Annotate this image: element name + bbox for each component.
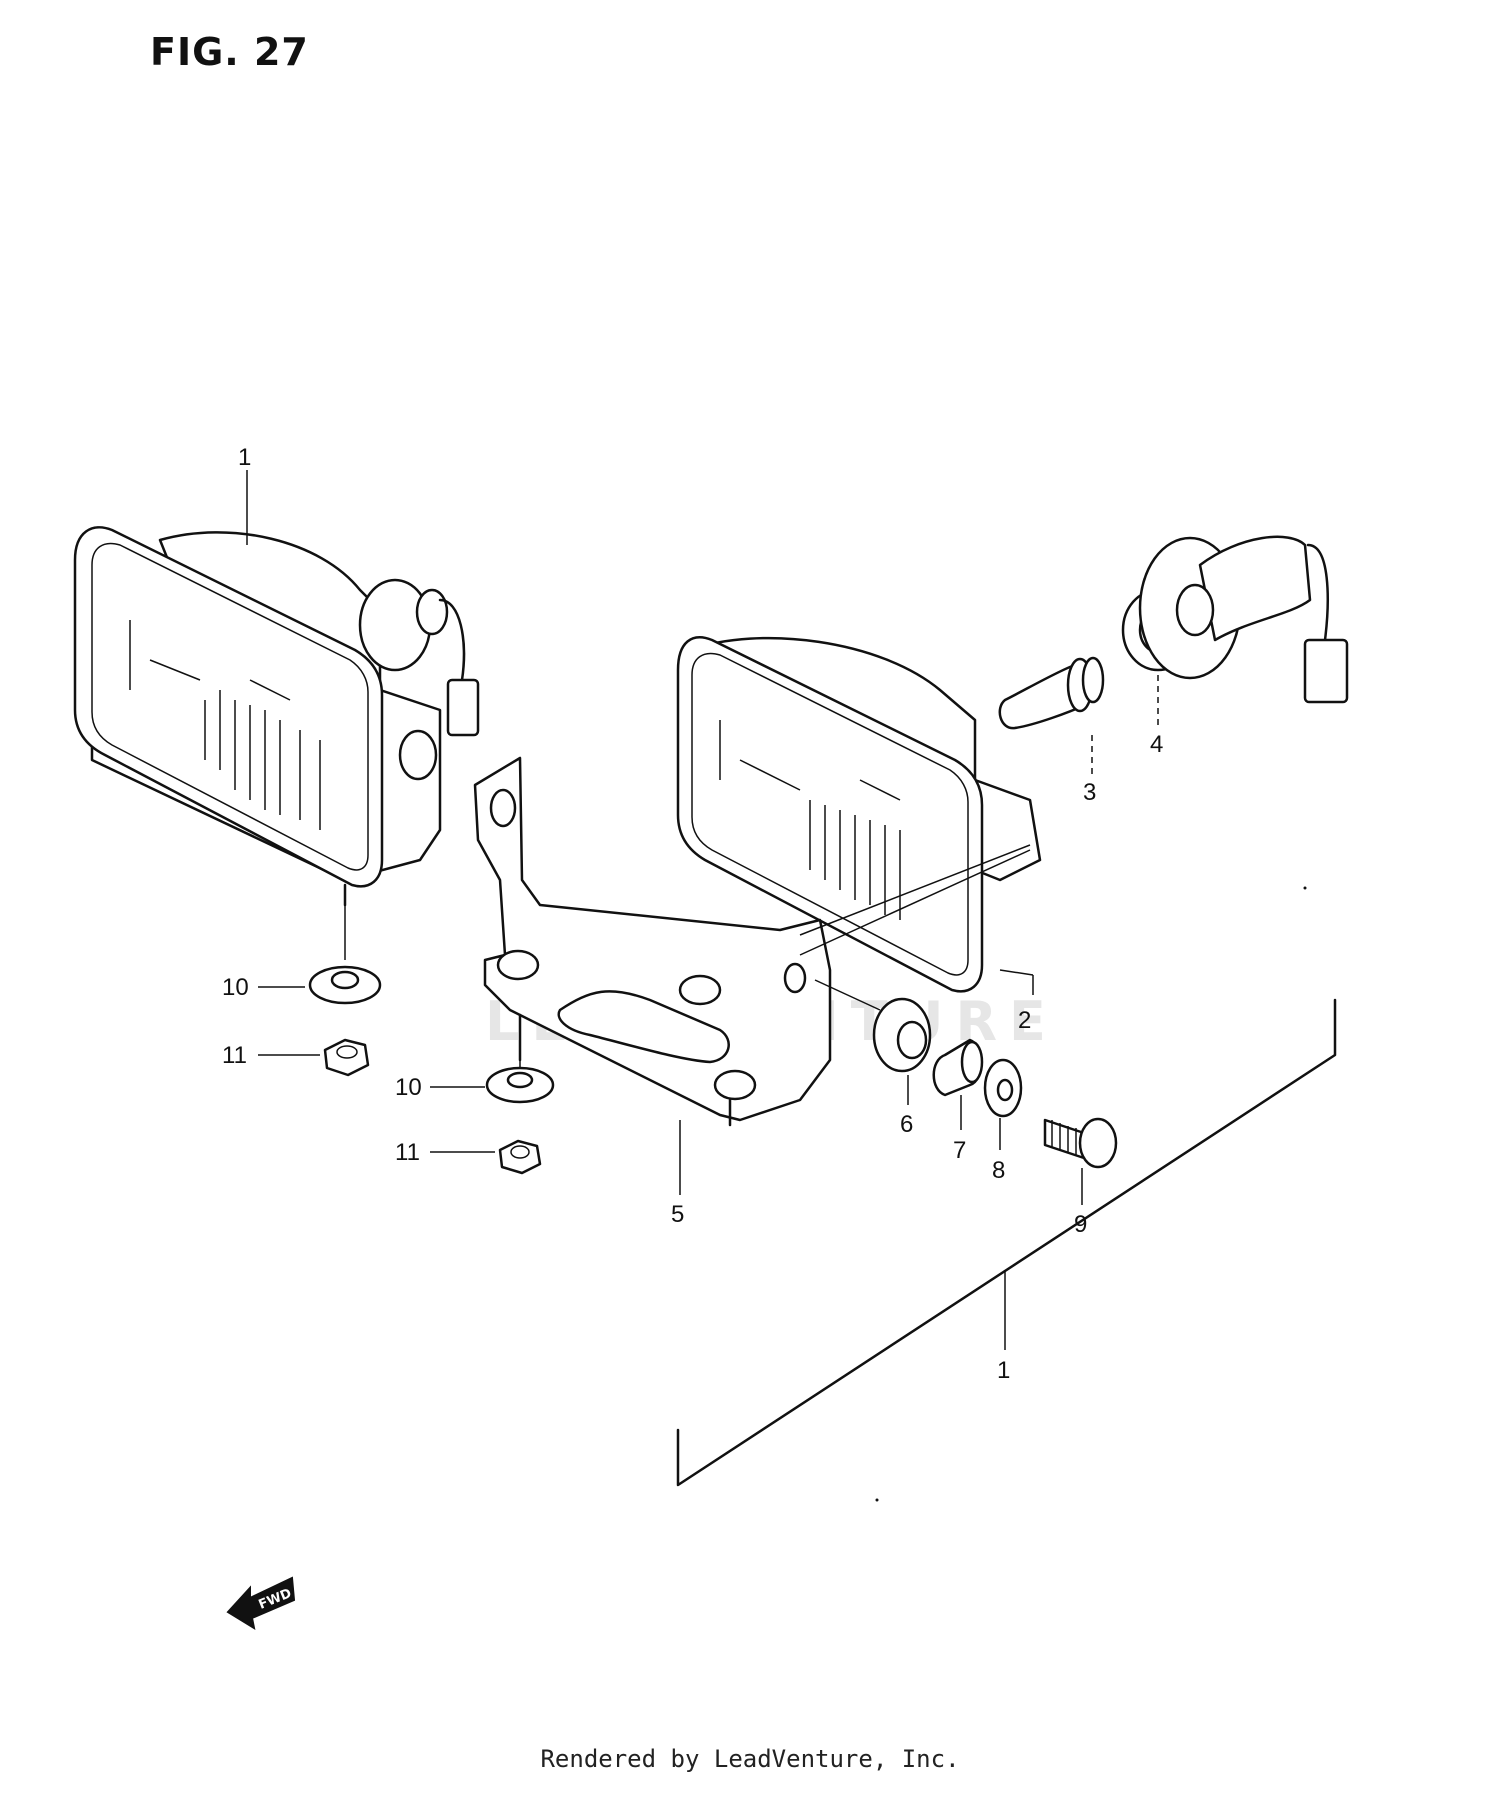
bracket-slot	[557, 990, 730, 1064]
callout-11-left: 11	[222, 1042, 247, 1069]
bolt-head	[1078, 1117, 1118, 1169]
right-lamp-lens-pattern	[719, 720, 901, 920]
grommet-hole	[896, 1020, 928, 1060]
rear-socket-assembly	[1138, 535, 1349, 704]
callout-4: 4	[1150, 731, 1163, 758]
rear-socket-wire	[1306, 543, 1329, 642]
left-lamp-lens	[91, 542, 369, 871]
washer-hole	[996, 1078, 1014, 1102]
rear-socket-center	[1175, 583, 1215, 637]
bracket-top-hole	[489, 788, 517, 828]
speck	[875, 1498, 879, 1502]
callout-1-bracket: 1	[997, 1357, 1010, 1384]
nut-11-right-body	[498, 1139, 542, 1175]
grommet	[872, 997, 932, 1073]
callout-1-left: 1	[238, 444, 251, 471]
bolt-threads	[1051, 1120, 1077, 1156]
callout-9: 9	[1074, 1211, 1087, 1238]
callout-2: 2	[1018, 1007, 1031, 1034]
footer-credit: Rendered by LeadVenture, Inc.	[540, 1745, 960, 1773]
figure-title: FIG. 27	[150, 30, 309, 74]
speck	[1303, 886, 1307, 890]
left-lamp-connector	[446, 678, 480, 737]
callout-10-right: 10	[395, 1074, 422, 1101]
nut-11-left	[323, 1038, 370, 1077]
bracket-side-hole	[783, 962, 807, 994]
collar-end	[960, 1040, 984, 1084]
left-lamp-adjuster	[398, 729, 438, 781]
callout-leaders	[246, 470, 1083, 1205]
callout-8: 8	[992, 1157, 1005, 1184]
right-lamp-lens-frame	[676, 636, 984, 993]
fwd-direction-marker: FWD	[226, 1576, 296, 1631]
bulb	[998, 656, 1105, 775]
callout-labels: 1 2 3 4 5 6 7 8 9 10 10 11 11 1	[222, 444, 1163, 1384]
nut-11-right-hole	[510, 1145, 530, 1159]
fwd-arrow-icon	[226, 1576, 296, 1631]
bracket-pad-bottom	[713, 1069, 757, 1101]
washer-10-left	[308, 965, 382, 1005]
bracket-to-lamp-line-2	[799, 849, 1031, 956]
nut-11-left-hole	[336, 1045, 358, 1059]
left-lamp-wire	[438, 598, 466, 682]
callout-7: 7	[953, 1137, 966, 1164]
right-lamp-mount-tab	[973, 778, 1042, 882]
bolt	[1043, 1117, 1118, 1169]
bulb-base	[1081, 656, 1105, 704]
collar	[932, 1038, 984, 1097]
rear-socket-body	[1198, 535, 1312, 642]
left-lamp-lens-pattern	[129, 620, 321, 830]
assembly-bracket-line	[676, 998, 1337, 1487]
right-lamp-assembly	[676, 636, 1042, 993]
leader-lines	[344, 844, 1031, 1070]
washer-10-right	[485, 1066, 555, 1104]
left-lamp-socket-cap	[415, 588, 449, 636]
washer	[983, 1058, 1023, 1118]
bracket-pad-right	[678, 974, 722, 1006]
washer-10-left-hole	[330, 970, 360, 990]
right-lamp-lens	[691, 652, 969, 976]
left-lamp-lens-frame	[73, 526, 384, 888]
callout-5: 5	[671, 1201, 684, 1228]
callout-11-right: 11	[395, 1139, 420, 1166]
bracket-to-lamp-line	[799, 844, 1031, 936]
bracket-pad-left	[496, 949, 540, 981]
mounting-bracket	[473, 756, 832, 1127]
callout-10-left: 10	[222, 974, 249, 1001]
washer-10-right-hole	[506, 1071, 534, 1089]
leader-2-hook	[999, 969, 1034, 976]
bracket-to-grommet-line	[814, 979, 881, 1011]
callout-6: 6	[900, 1111, 913, 1138]
rear-socket-connector	[1303, 638, 1349, 704]
assembly-group-bracket	[676, 998, 1337, 1487]
callout-3: 3	[1083, 779, 1096, 806]
nut-11-right	[498, 1139, 542, 1175]
left-lamp-assembly	[73, 526, 480, 907]
bulb-glass	[998, 663, 1087, 730]
